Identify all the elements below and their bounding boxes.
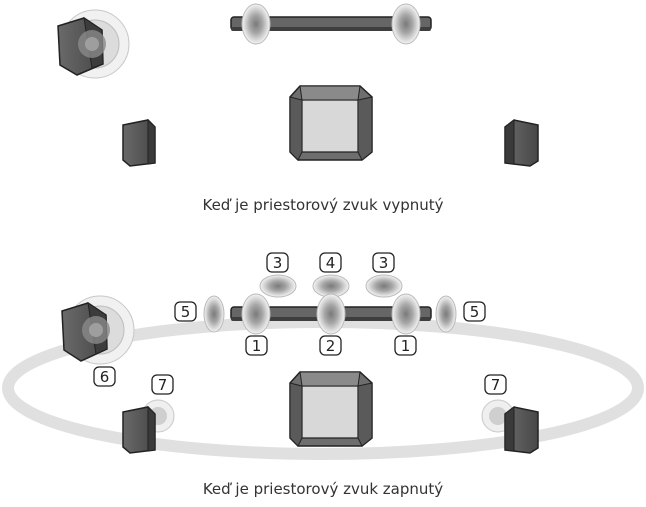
svg-text:1: 1 <box>252 337 262 355</box>
subwoofer-speaker-on <box>61 295 135 365</box>
soundbar-on <box>230 293 432 335</box>
svg-text:3: 3 <box>273 254 283 272</box>
caption-surround-off: Keď je priestorový zvuk vypnutý <box>202 196 444 214</box>
top-right-sound <box>365 274 403 298</box>
label-top-right: 3 <box>372 252 395 273</box>
rear-left-speaker-on <box>122 399 175 454</box>
svg-text:2: 2 <box>326 337 336 355</box>
rear-right-speaker-on <box>481 399 539 454</box>
scene-surround-on: 3 4 3 5 5 1 2 1 <box>2 252 644 460</box>
svg-text:1: 1 <box>401 337 411 355</box>
caption-surround-on: Keď je priestorový zvuk zapnutý <box>202 480 444 498</box>
label-front-right: 1 <box>394 335 417 356</box>
label-rear-right: 7 <box>484 374 507 395</box>
rear-right-speaker <box>504 118 539 167</box>
svg-text:5: 5 <box>470 303 480 321</box>
svg-text:4: 4 <box>326 254 336 272</box>
label-front-left: 1 <box>245 335 268 356</box>
svg-text:5: 5 <box>181 303 191 321</box>
side-right-sound <box>435 295 457 333</box>
scene-surround-off <box>57 3 539 167</box>
svg-text:7: 7 <box>491 376 501 394</box>
label-subwoofer: 6 <box>93 366 116 387</box>
label-side-left: 5 <box>174 301 197 322</box>
svg-text:7: 7 <box>158 376 168 394</box>
label-top-center: 4 <box>319 252 342 273</box>
label-rear-left: 7 <box>151 374 174 395</box>
sofa-on <box>289 371 373 447</box>
svg-text:6: 6 <box>100 368 110 386</box>
label-top-left: 3 <box>266 252 289 273</box>
top-left-sound <box>259 274 297 298</box>
rear-left-speaker <box>122 118 156 167</box>
svg-text:3: 3 <box>379 254 389 272</box>
sofa <box>289 85 373 161</box>
side-left-sound <box>203 295 225 333</box>
label-side-right: 5 <box>463 301 486 322</box>
soundbar <box>230 3 432 45</box>
label-front-center: 2 <box>319 335 342 356</box>
subwoofer-speaker <box>57 9 130 79</box>
